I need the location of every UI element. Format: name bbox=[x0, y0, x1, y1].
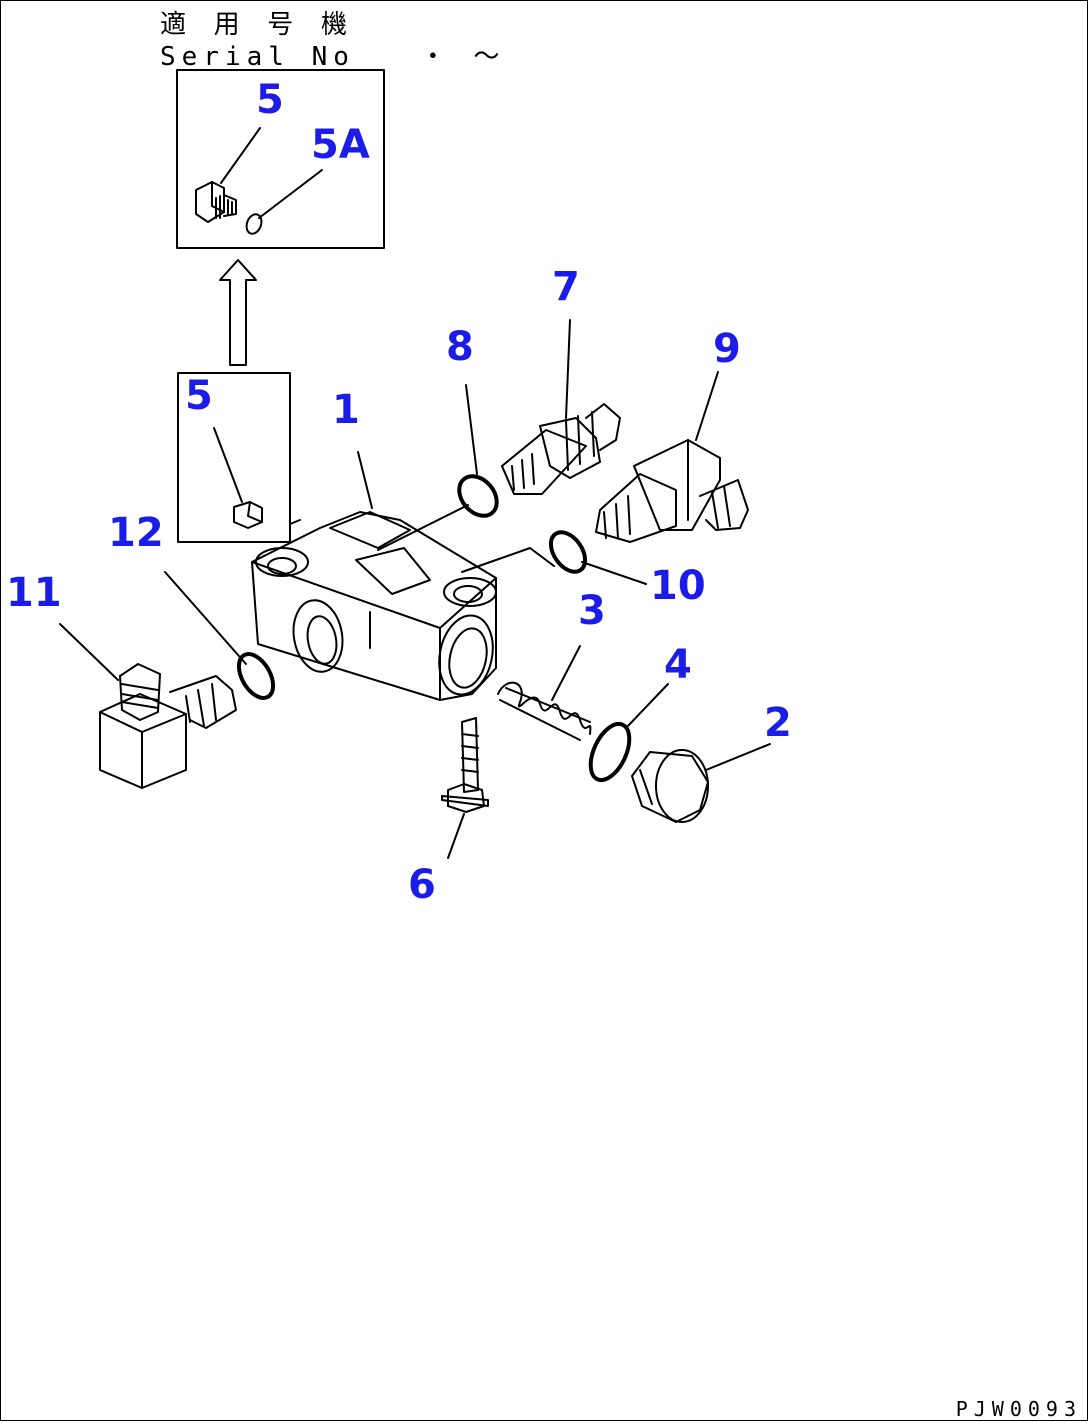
part-6-bolt bbox=[441, 717, 489, 813]
callout-7: 7 bbox=[552, 264, 580, 310]
callout-9: 9 bbox=[713, 326, 741, 372]
callout-8: 8 bbox=[446, 324, 474, 370]
part-12-oring bbox=[236, 652, 276, 700]
applicable-models-label: 適 用 号 機 bbox=[160, 10, 353, 40]
upgrade-arrow bbox=[219, 259, 257, 366]
callout-5-new: 5 bbox=[256, 77, 284, 123]
part-5-new-plug bbox=[195, 181, 237, 223]
callout-3: 3 bbox=[578, 588, 606, 634]
serial-number-label: Serial No ・ 〜 bbox=[160, 42, 506, 72]
part-1-valve-body bbox=[251, 511, 497, 701]
callout-5a: 5A bbox=[311, 122, 370, 168]
callout-4: 4 bbox=[664, 642, 692, 688]
callout-1: 1 bbox=[332, 387, 360, 433]
callout-10: 10 bbox=[650, 563, 706, 609]
callout-5-old: 5 bbox=[185, 373, 213, 419]
callout-2: 2 bbox=[764, 700, 792, 746]
part-10-oring bbox=[548, 530, 588, 574]
part-11-elbow-fitting bbox=[99, 663, 237, 789]
part-4-oring bbox=[588, 721, 632, 783]
part-5-old-plug bbox=[233, 501, 263, 529]
drawing-code: PJW0093 bbox=[955, 1397, 1082, 1421]
part-3-spring bbox=[497, 681, 592, 741]
callout-12: 12 bbox=[108, 510, 164, 556]
inset-box-old bbox=[177, 372, 291, 543]
part-8-oring bbox=[457, 474, 499, 518]
part-5a-oring bbox=[245, 213, 263, 235]
part-2-plug bbox=[631, 749, 709, 823]
part-7-fitting bbox=[501, 403, 621, 495]
part-9-elbow-fitting bbox=[595, 439, 749, 543]
inset-box-new bbox=[176, 69, 385, 249]
callout-6: 6 bbox=[408, 862, 436, 908]
callout-11: 11 bbox=[6, 570, 62, 616]
